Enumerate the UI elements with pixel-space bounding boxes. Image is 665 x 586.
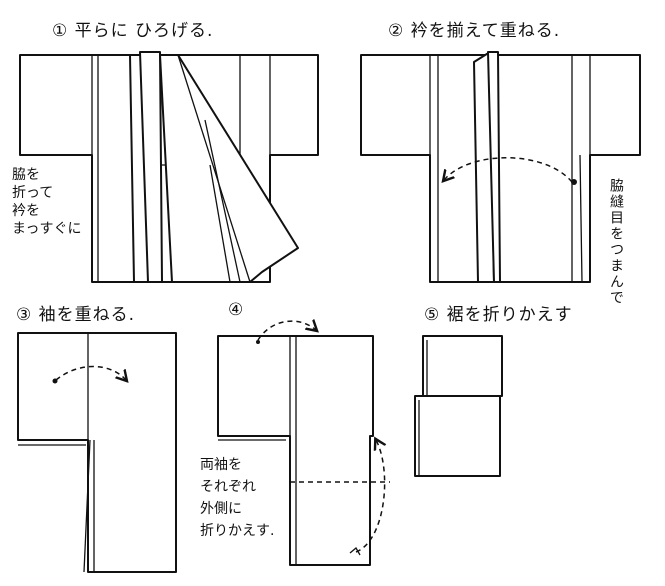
step5-kimono	[414, 335, 503, 477]
step5-title: ⑤ 裾を折りかえす	[424, 305, 573, 325]
step1-kimono	[19, 51, 319, 283]
step2-title: ② 衿を揃えて重ねる.	[388, 21, 561, 41]
step4-kimono	[217, 321, 390, 566]
fold-sleeves-note: 両袖を それぞれ 外側に 折りかえす.	[200, 457, 275, 539]
side-fold-note: 脇を 折って 衿を まっすぐに	[12, 167, 82, 237]
step3-title: ③ 袖を重ねる.	[16, 305, 136, 325]
step4-title: ④	[228, 300, 245, 320]
step1-title: ① 平らに ひろげる.	[52, 21, 214, 41]
pinch-seam-note: 脇縫目をつまんで	[608, 178, 624, 306]
step3-kimono	[17, 332, 177, 573]
step2-kimono	[360, 51, 641, 283]
